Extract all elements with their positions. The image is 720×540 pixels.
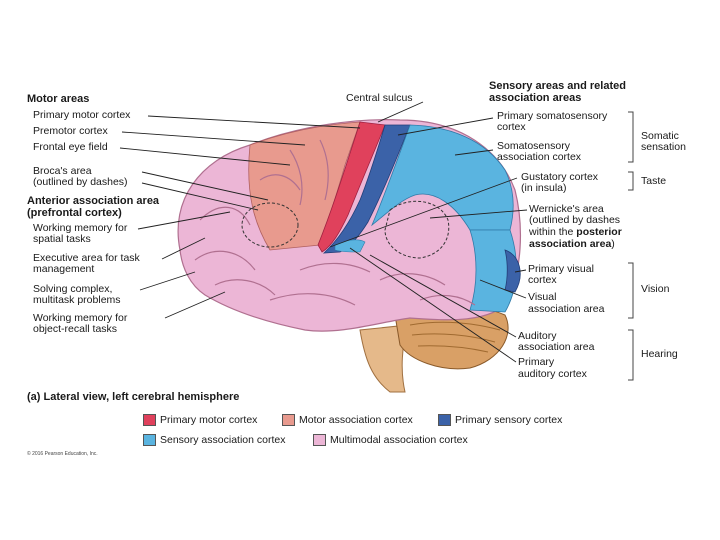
legend-item-primary-sensory: Primary sensory cortex <box>438 414 562 426</box>
wernicke-area-line3: within the posterior <box>529 226 622 239</box>
auditory-association-line2: association area <box>518 341 595 353</box>
visual-association-line1: Visual <box>528 291 557 303</box>
legend-swatch-primary-sensory <box>438 414 451 426</box>
taste-group-label: Taste <box>641 175 667 187</box>
broca-area-label-line1: Broca's area <box>33 165 92 177</box>
wernicke-area-line3-text: within the <box>529 226 577 238</box>
primary-visual-line1: Primary visual <box>528 263 594 275</box>
premotor-cortex-label: Premotor cortex <box>33 125 108 137</box>
left-leader-lines <box>119 101 424 319</box>
anterior-association-heading-line2: (prefrontal cortex) <box>27 207 122 219</box>
working-memory-object-line2: object-recall tasks <box>33 323 118 335</box>
sensory-areas-heading-line2: association areas <box>489 92 582 104</box>
primary-motor-cortex-label: Primary motor cortex <box>33 109 131 121</box>
motor-areas-heading: Motor areas <box>27 93 90 105</box>
solving-complex-line1: Solving complex, <box>33 283 113 295</box>
wernicke-area-posterior-bold: posterior <box>576 226 622 238</box>
wernicke-area-line4: association area) <box>529 238 615 251</box>
hearing-group-label: Hearing <box>641 348 678 360</box>
legend-item-sensory-association: Sensory association cortex <box>143 434 285 446</box>
legend-label-sensory-association: Sensory association cortex <box>160 434 286 446</box>
working-memory-spatial-line2: spatial tasks <box>33 233 91 245</box>
visual-association-line2: association area <box>528 303 605 315</box>
executive-area-line2: management <box>33 263 95 275</box>
legend-label-multimodal-association: Multimodal association cortex <box>330 434 468 446</box>
primary-somatosensory-region <box>322 124 411 254</box>
legend-item-multimodal-association: Multimodal association cortex <box>313 434 468 446</box>
wernicke-area-line2: (outlined by dashes <box>529 214 621 226</box>
wernicke-area-line1: Wernicke's area <box>529 203 604 215</box>
somatosensory-association-line1: Somatosensory <box>497 140 570 152</box>
wernicke-area-closing-paren: ) <box>611 238 615 250</box>
auditory-association-line1: Auditory <box>518 330 557 342</box>
anterior-association-heading-line1: Anterior association area <box>27 195 160 207</box>
wernicke-area-association-bold: association area <box>529 238 612 250</box>
primary-visual-region <box>504 249 521 293</box>
somatosensory-association-line2: association cortex <box>497 151 582 163</box>
primary-visual-line2: cortex <box>528 274 557 286</box>
broca-area-label-line2: (outlined by dashes) <box>33 176 128 188</box>
right-leader-lines <box>329 117 528 363</box>
vision-group-label: Vision <box>641 283 670 295</box>
copyright-notice: © 2016 Pearson Education, Inc. <box>27 451 98 457</box>
gustatory-cortex-line2: (in insula) <box>521 182 567 194</box>
legend-item-motor-association: Motor association cortex <box>282 414 413 426</box>
frontal-eye-field-label: Frontal eye field <box>33 141 108 153</box>
working-memory-object-line1: Working memory for <box>33 312 128 324</box>
primary-somatosensory-line1: Primary somatosensory <box>497 110 608 122</box>
primary-somatosensory-line2: cortex <box>497 121 526 133</box>
central-sulcus-label: Central sulcus <box>346 92 413 104</box>
primary-auditory-line1: Primary <box>518 356 555 368</box>
legend-swatch-multimodal-association <box>313 434 326 446</box>
broca-outline <box>241 202 299 248</box>
primary-auditory-line2: auditory cortex <box>518 368 587 380</box>
working-memory-spatial-line1: Working memory for <box>33 222 128 234</box>
legend-item-primary-motor: Primary motor cortex <box>143 414 257 426</box>
legend-swatch-sensory-association <box>143 434 156 446</box>
legend-label-primary-sensory: Primary sensory cortex <box>455 414 563 426</box>
gustatory-cortex-line1: Gustatory cortex <box>521 171 599 183</box>
solving-complex-line2: multitask problems <box>33 294 121 306</box>
somatic-sensation-line1: Somatic <box>641 130 679 142</box>
executive-area-line1: Executive area for task <box>33 252 140 264</box>
group-brackets <box>628 111 634 381</box>
somatic-sensation-line2: sensation <box>641 141 686 153</box>
sensory-areas-heading-line1: Sensory areas and related <box>489 80 626 92</box>
legend-label-motor-association: Motor association cortex <box>299 414 413 426</box>
wernicke-outline <box>384 200 450 259</box>
figure-caption: (a) Lateral view, left cerebral hemisphe… <box>27 391 240 403</box>
primary-motor-region <box>317 121 386 253</box>
legend-swatch-primary-motor <box>143 414 156 426</box>
legend-swatch-motor-association <box>282 414 295 426</box>
legend-label-primary-motor: Primary motor cortex <box>160 414 258 426</box>
